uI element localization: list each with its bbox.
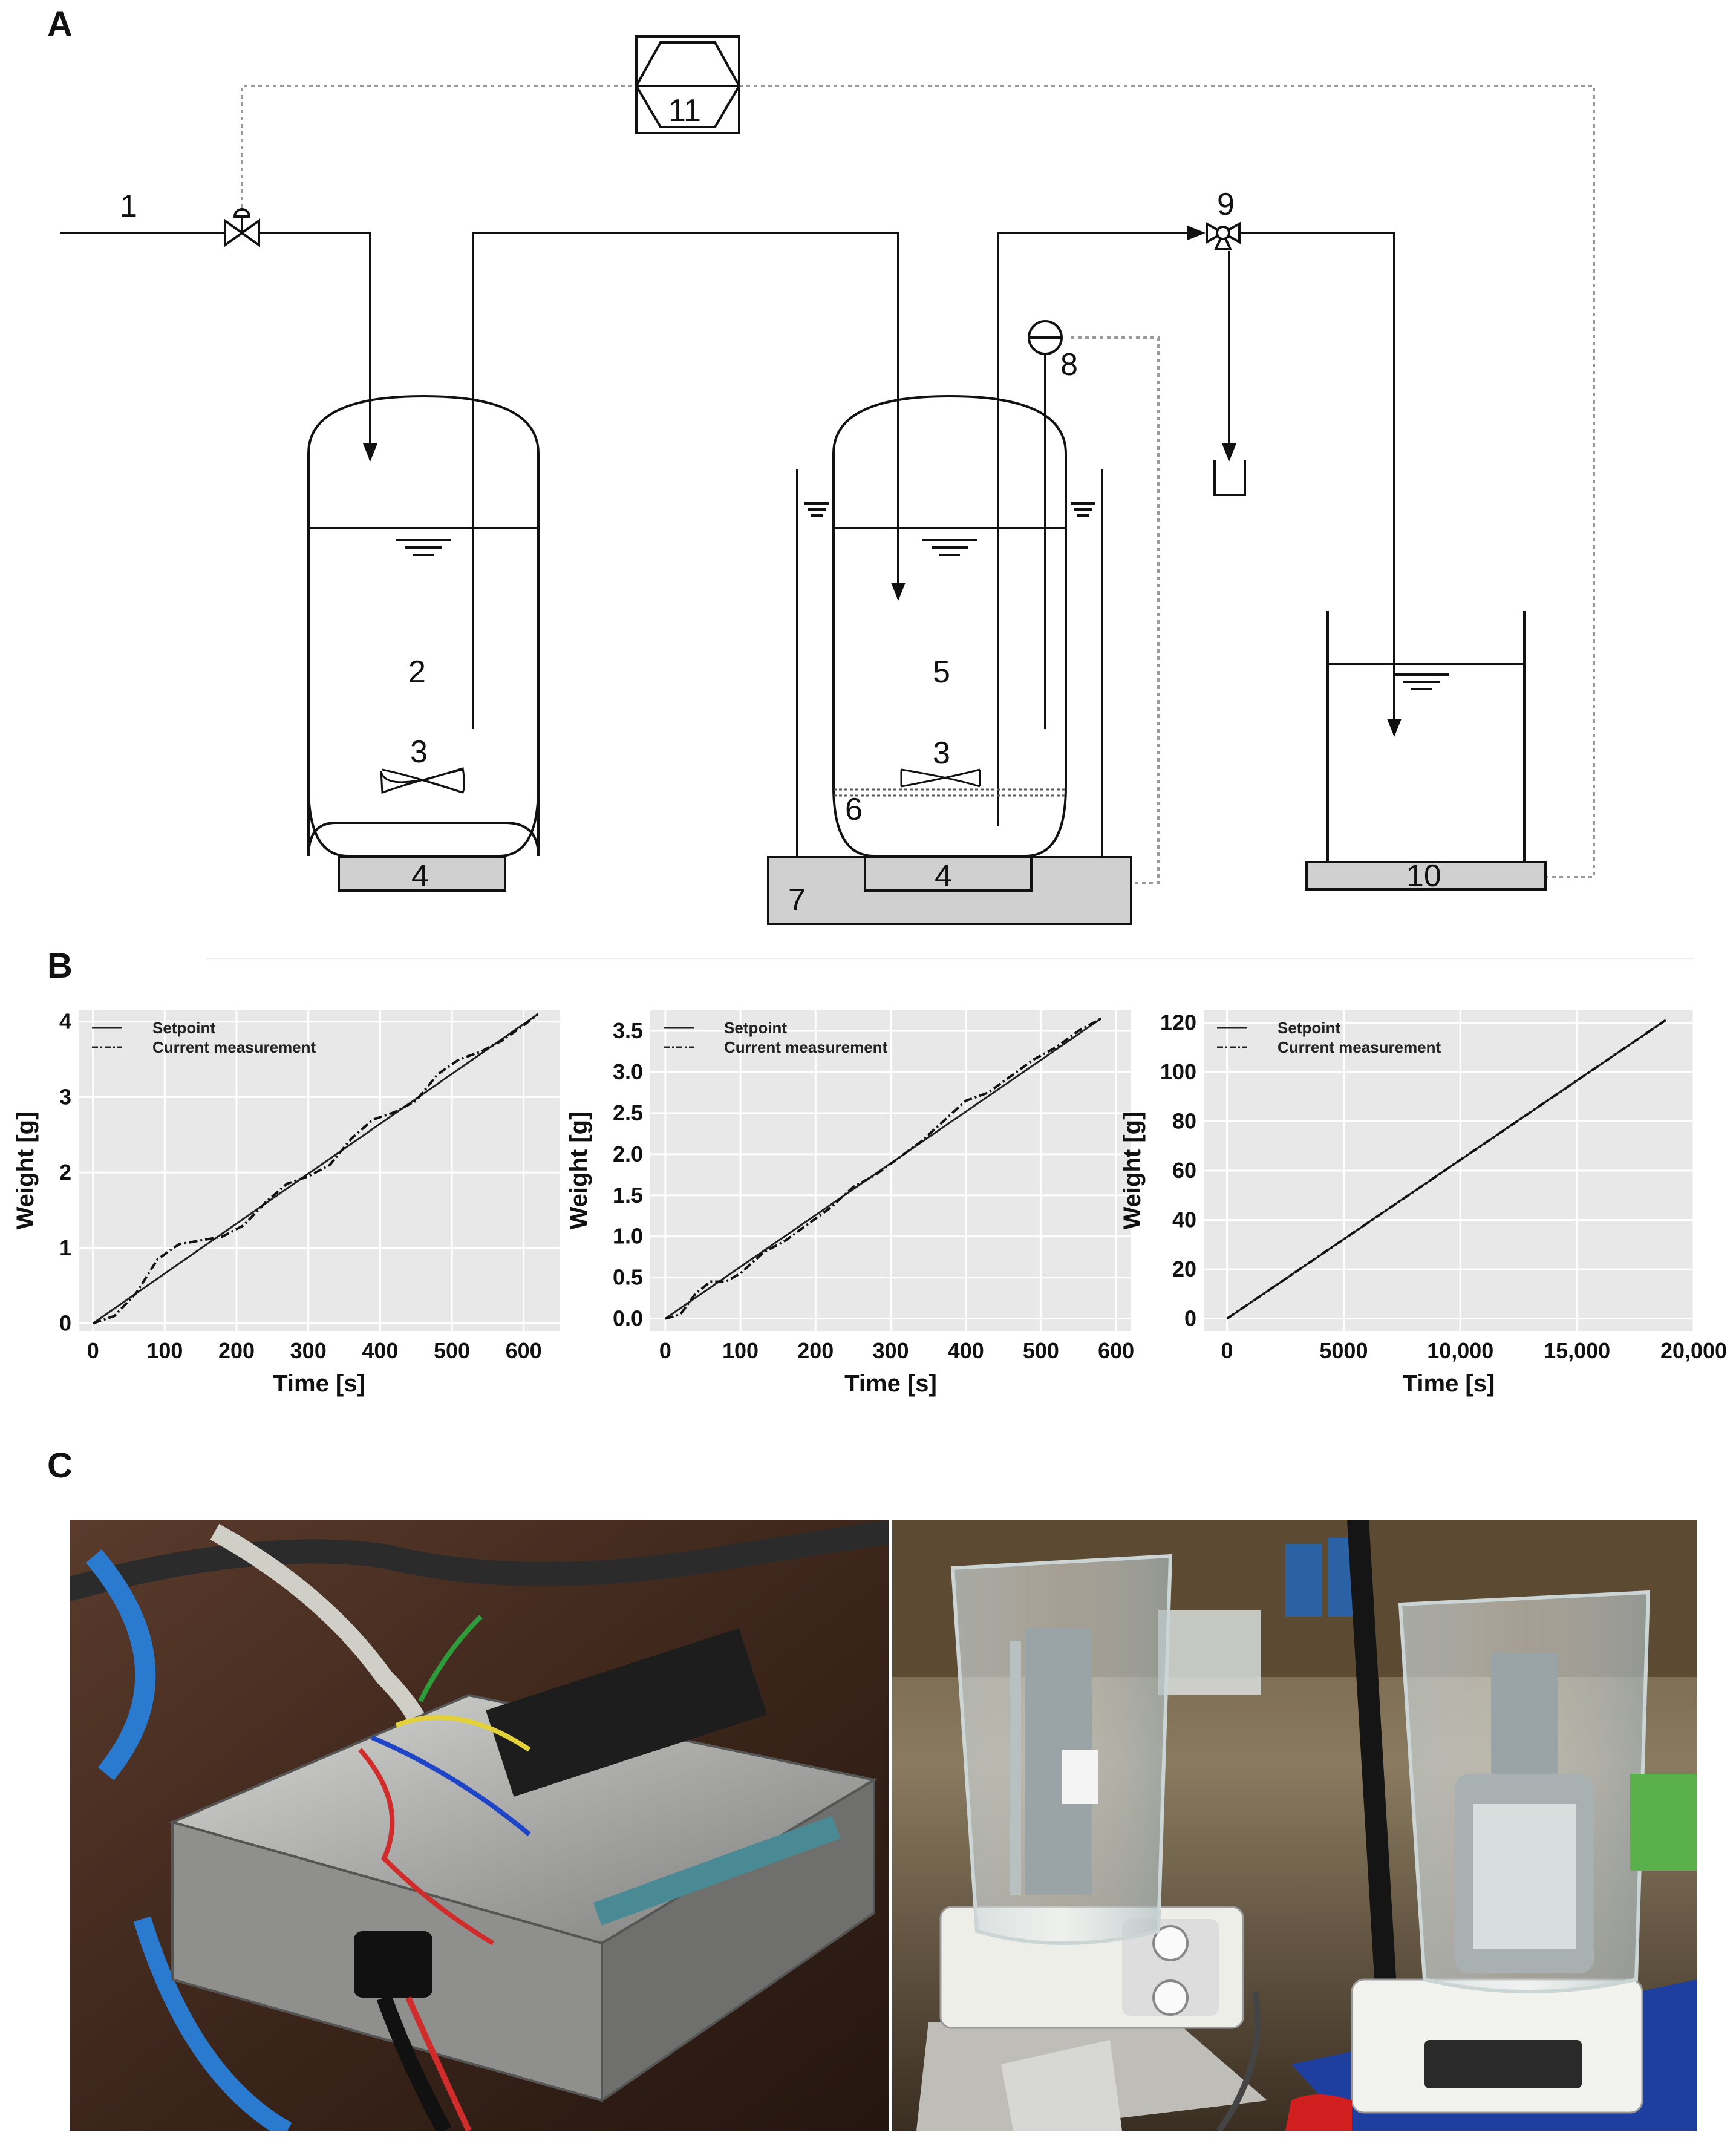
y-tick-label: 3.0 — [613, 1059, 643, 1084]
y-tick-label: 1 — [59, 1235, 71, 1260]
x-tick-label: 10,000 — [1427, 1338, 1493, 1363]
legend-measurement-label: Current measurement — [724, 1038, 888, 1056]
control-lines — [241, 85, 1595, 884]
legend-setpoint-label: Setpoint — [152, 1019, 215, 1037]
label-controller: 11 — [668, 93, 701, 128]
x-tick-label: 0 — [87, 1338, 99, 1363]
label-feed-stirrer: 3 — [410, 734, 428, 770]
label-balance: 10 — [1406, 858, 1441, 894]
legend-measurement-label: Current measurement — [1278, 1038, 1441, 1056]
reactor-magnetic-stirrer — [864, 856, 1033, 892]
x-axis-label: Time [s] — [273, 1370, 365, 1397]
legend-setpoint-label: Setpoint — [1278, 1019, 1340, 1037]
measurement-line — [93, 1013, 539, 1325]
legend-setpoint-label: Setpoint — [724, 1019, 787, 1037]
y-tick-label: 60 — [1172, 1158, 1196, 1183]
measurement-line — [1226, 1019, 1666, 1320]
panel-a-label: A — [47, 5, 73, 44]
photo-reactor-setup — [892, 1520, 1697, 2131]
feed-stirrer — [380, 767, 465, 794]
measurement-line — [665, 1017, 1102, 1320]
chart-3: 0 5000 10,000 15,000 20,000 0 20 40 60 80 100 120 Se… — [1119, 1010, 1727, 1397]
panel-b-label: B — [47, 946, 73, 986]
reactor-sieve — [834, 788, 1066, 797]
label-three-way-valve: 9 — [1217, 187, 1235, 222]
x-tick-label: 300 — [872, 1338, 909, 1363]
label-reactor: 5 — [933, 655, 950, 690]
y-tick-label: 3.5 — [613, 1018, 643, 1043]
x-tick-label: 5000 — [1319, 1338, 1368, 1363]
photo-controller-hardware — [70, 1520, 889, 2131]
x-tick-label: 400 — [948, 1338, 984, 1363]
label-reactor-magnetic-stirrer: 4 — [935, 858, 952, 894]
pipes — [60, 226, 1402, 826]
chart-2: 0 100 200 300 400 500 600 0.0 0.5 1.0 1.5 2.0 2.5 3.0… — [566, 1010, 1134, 1397]
y-axis-label: Weight [g] — [12, 1112, 39, 1230]
x-tick-label: 200 — [218, 1338, 255, 1363]
panel-c-label: C — [47, 1446, 73, 1485]
controller-box — [635, 35, 741, 134]
x-tick-label: 300 — [290, 1338, 327, 1363]
three-way-valve — [1206, 221, 1241, 250]
x-tick-label: 500 — [434, 1338, 470, 1363]
y-tick-label: 2.5 — [613, 1100, 643, 1125]
label-sensor: 8 — [1060, 347, 1078, 382]
label-reactor-stirrer: 3 — [933, 736, 950, 771]
bath-walls — [796, 469, 1103, 857]
y-tick-label: 1.5 — [613, 1183, 643, 1208]
x-tick-label: 200 — [797, 1338, 834, 1363]
collection-beaker — [1326, 611, 1526, 863]
y-tick-label: 100 — [1160, 1059, 1196, 1084]
y-tick-label: 20 — [1172, 1257, 1196, 1281]
y-axis-label: Weight [g] — [566, 1112, 592, 1230]
x-tick-label: 0 — [1221, 1338, 1233, 1363]
y-tick-label: 80 — [1172, 1108, 1196, 1133]
inlet-valve — [224, 208, 260, 247]
x-axis-label: Time [s] — [844, 1370, 937, 1397]
label-feed-magnetic-stirrer: 4 — [411, 858, 429, 894]
label-sieve: 6 — [845, 792, 863, 827]
reactor-vessel — [832, 394, 1067, 857]
balance — [1305, 861, 1547, 891]
y-tick-label: 40 — [1172, 1208, 1196, 1232]
x-tick-label: 20,000 — [1660, 1338, 1727, 1363]
feed-vessel — [307, 394, 540, 857]
chart-1: 0 100 200 300 400 500 600 0 1 2 3 4 SetpointCurrent … — [12, 1009, 560, 1397]
waste-cup — [1213, 460, 1246, 496]
label-water-bath: 7 — [788, 883, 806, 918]
y-tick-label: 2.0 — [613, 1142, 643, 1166]
y-tick-label: 0.0 — [613, 1306, 643, 1331]
y-tick-label: 0.5 — [613, 1265, 643, 1290]
x-tick-label: 15,000 — [1544, 1338, 1610, 1363]
x-tick-label: 100 — [146, 1338, 183, 1363]
x-tick-label: 500 — [1023, 1338, 1059, 1363]
x-tick-label: 600 — [506, 1338, 542, 1363]
x-tick-label: 100 — [722, 1338, 759, 1363]
panel-c-letter: C — [47, 1446, 73, 1485]
reactor-stirrer — [900, 768, 981, 788]
setpoint-line — [92, 1013, 539, 1324]
feed-magnetic-stirrer — [338, 856, 506, 892]
sensor — [1028, 320, 1063, 355]
x-tick-label: 0 — [659, 1338, 671, 1363]
y-axis-label: Weight [g] — [1119, 1112, 1146, 1230]
y-tick-label: 4 — [59, 1009, 71, 1034]
label-feed-vessel: 2 — [408, 655, 426, 690]
y-tick-label: 0 — [1184, 1306, 1196, 1331]
x-axis-label: Time [s] — [1403, 1370, 1495, 1397]
legend-measurement-label: Current measurement — [152, 1038, 316, 1056]
y-tick-label: 1.0 — [613, 1224, 643, 1249]
x-tick-label: 600 — [1098, 1338, 1134, 1363]
reactor-setup-image — [892, 1520, 1697, 2131]
controller-hardware-image — [70, 1520, 889, 2131]
setpoint-line — [664, 1018, 1102, 1319]
x-tick-label: 400 — [362, 1338, 398, 1363]
y-tick-label: 0 — [59, 1311, 71, 1336]
process-diagram: A 11 — [47, 5, 1694, 959]
y-tick-label: 120 — [1160, 1010, 1196, 1035]
y-tick-label: 3 — [59, 1084, 71, 1109]
label-inlet: 1 — [120, 189, 137, 224]
y-tick-label: 2 — [59, 1160, 71, 1185]
